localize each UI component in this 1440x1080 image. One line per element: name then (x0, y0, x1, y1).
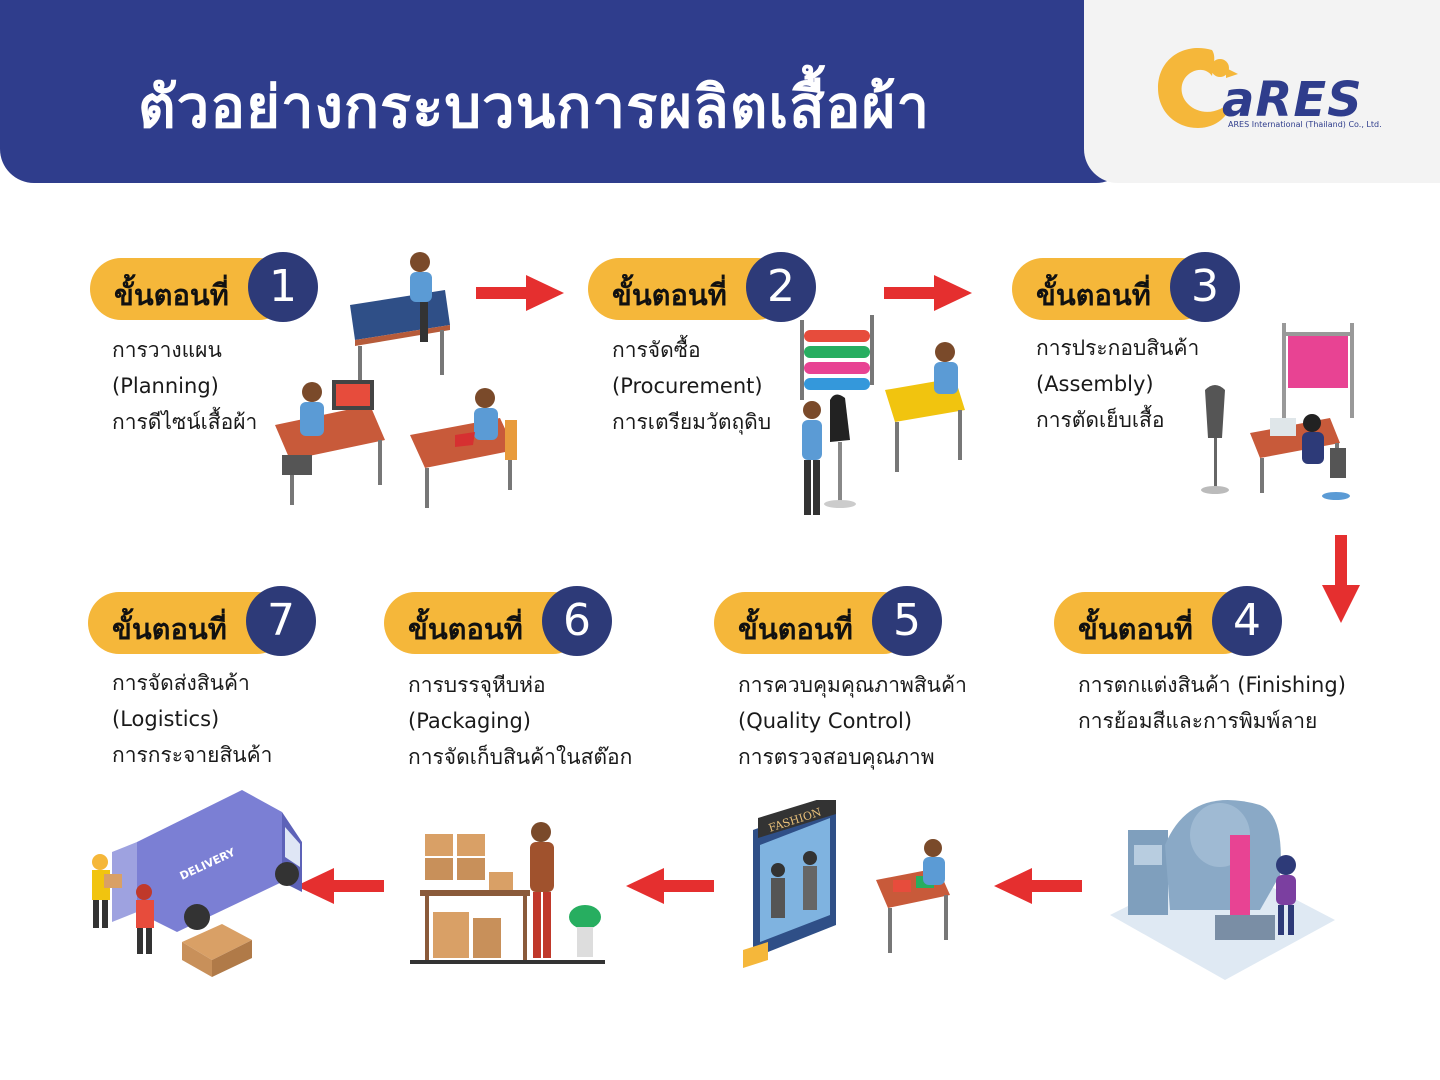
step-2-number: 2 (746, 252, 816, 322)
ares-logo-icon (1158, 47, 1238, 128)
arrow-down-icon (1322, 535, 1360, 623)
step-5-description: การควบคุมคุณภาพสินค้า (Quality Control) … (738, 667, 967, 775)
step-5-number: 5 (872, 586, 942, 656)
step-3-line-2: (Assembly) (1036, 372, 1154, 396)
arrow-left-icon (296, 868, 384, 904)
step-3-line-3: การตัดเย็บเสื้อ (1036, 408, 1165, 432)
step-1-label: ขั้นตอนที่ (114, 278, 229, 312)
step-3-label: ขั้นตอนที่ (1036, 278, 1151, 312)
arrow-right-icon (884, 275, 972, 311)
step-1-line-3: การดีไซน์เสื้อผ้า (112, 410, 258, 434)
page-title: ตัวอย่างกระบวนการผลิตเสื้อผ้า (138, 73, 931, 141)
step-4-number: 4 (1212, 586, 1282, 656)
step-7-line-2: (Logistics) (112, 707, 220, 731)
step-3-description: การประกอบสินค้า (Assembly) การตัดเย็บเสื… (1036, 330, 1199, 438)
step-7-description: การจัดส่งสินค้า (Logistics) การกระจายสิน… (112, 665, 272, 773)
warehouse-boxes-icon (410, 822, 605, 964)
step-6-line-1: การบรรจุหีบห่อ (408, 673, 546, 697)
step-5-line-1: การควบคุมคุณภาพสินค้า (738, 673, 967, 697)
logo-wordmark: aRES (1222, 72, 1363, 128)
step-4-line-2: การย้อมสีและการพิมพ์ลาย (1078, 709, 1318, 733)
step-2-description: การจัดซื้อ (Procurement) การเตรียมวัตถุด… (612, 332, 771, 440)
logo-panel (1084, 0, 1440, 183)
fashion-store-inspection-icon: FASHION (743, 800, 950, 968)
step-3-line-1: การประกอบสินค้า (1036, 336, 1200, 360)
step-1-number: 1 (248, 252, 318, 322)
step-4-label: ขั้นตอนที่ (1078, 612, 1193, 646)
sewing-station-icon (1201, 323, 1354, 500)
arrow-left-icon (994, 868, 1082, 904)
step-7-label: ขั้นตอนที่ (112, 612, 227, 646)
step-4-description: การตกแต่งสินค้า (Finishing) การย้อมสีและ… (1078, 667, 1346, 739)
step-6-line-2: (Packaging) (408, 709, 531, 733)
step-2-line-3: การเตรียมวัตถุดิบ (612, 410, 772, 434)
step-7-line-1: การจัดส่งสินค้า (112, 671, 250, 695)
step-5-line-2: (Quality Control) (738, 709, 913, 733)
delivery-van-icon: DELIVERY (92, 790, 302, 977)
step-6-line-3: การจัดเก็บสินค้าในสต๊อก (408, 745, 633, 769)
designers-at-desks-icon (275, 252, 517, 508)
step-2-label: ขั้นตอนที่ (612, 278, 727, 312)
step-5-line-3: การตรวจสอบคุณภาพ (738, 745, 935, 769)
arrow-right-icon (476, 275, 564, 311)
arrow-left-icon (626, 868, 714, 904)
step-2-line-1: การจัดซื้อ (612, 338, 701, 362)
step-6-description: การบรรจุหีบห่อ (Packaging) การจัดเก็บสิน… (408, 667, 632, 775)
step-5-label: ขั้นตอนที่ (738, 612, 853, 646)
logo-subtitle: ARES International (Thailand) Co., Ltd. (1228, 120, 1382, 129)
step-3-number: 3 (1170, 252, 1240, 322)
fabric-rolls-mannequin-icon (800, 315, 965, 515)
step-2-line-2: (Procurement) (612, 374, 763, 398)
step-7-line-3: การกระจายสินค้า (112, 743, 273, 767)
step-1-line-1: การวางแผน (112, 338, 222, 362)
step-6-number: 6 (542, 586, 612, 656)
header-banner: ตัวอย่างกระบวนการผลิตเสื้อผ้า (0, 0, 1130, 183)
step-4-line-1: การตกแต่งสินค้า (Finishing) (1078, 673, 1346, 697)
dyeing-machine-icon (1110, 800, 1335, 980)
step-1-line-2: (Planning) (112, 374, 219, 398)
step-7-number: 7 (246, 586, 316, 656)
step-1-description: การวางแผน (Planning) การดีไซน์เสื้อผ้า (112, 332, 257, 440)
step-6-label: ขั้นตอนที่ (408, 612, 523, 646)
